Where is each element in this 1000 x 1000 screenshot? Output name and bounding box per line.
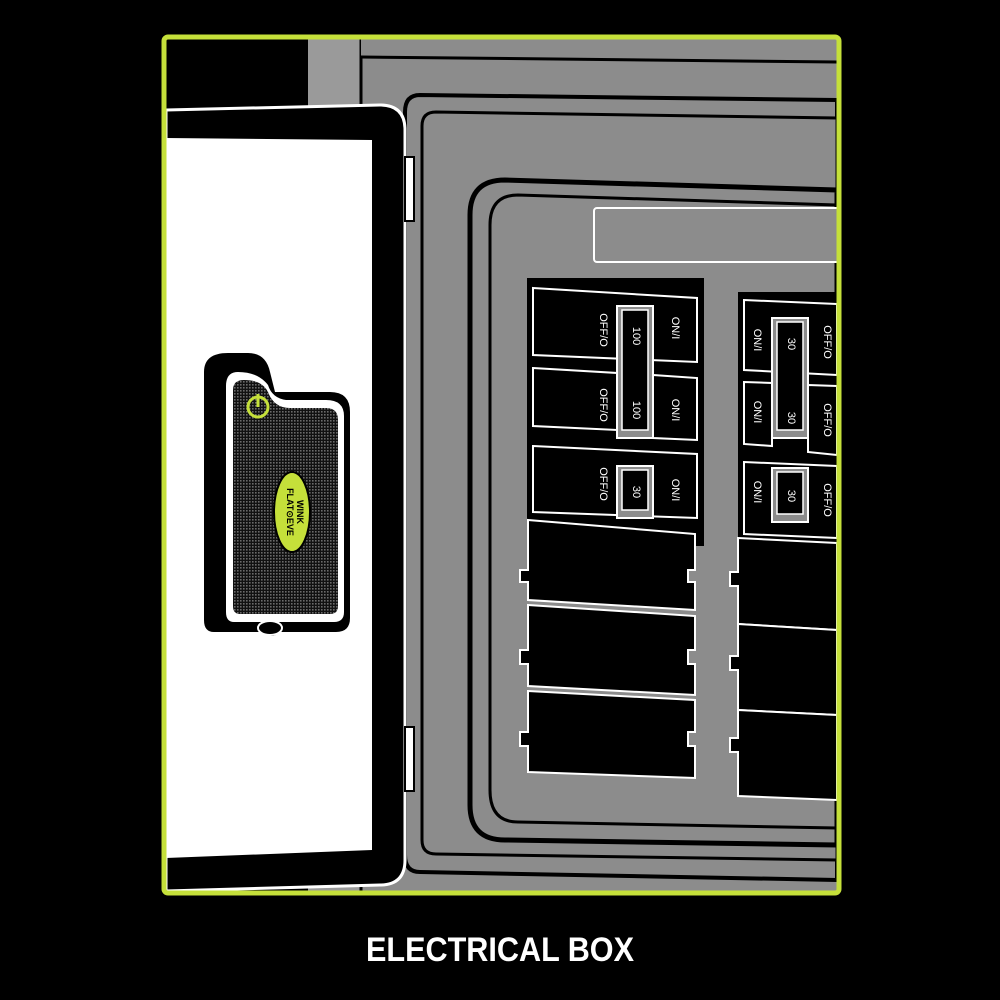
blank-slot-left-3: [519, 689, 696, 780]
blank-slot-right-1: [729, 536, 837, 632]
breaker-left-2[interactable]: OFF/O ON/I 100: [532, 366, 698, 442]
power-icon: [246, 394, 270, 419]
panel-label-strip: [593, 207, 837, 263]
breaker-amps-label: 100: [630, 327, 642, 345]
svg-text:FLAT⊙EVE: FLAT⊙EVE: [285, 488, 295, 536]
breaker-amps-label: 30: [630, 486, 642, 498]
hinge-bottom: [404, 726, 415, 792]
breaker-off-label: OFF/O: [597, 388, 609, 422]
svg-text:WINK: WINK: [295, 500, 305, 524]
breaker-amps-label: 30: [785, 490, 797, 502]
flat-eve-wink-logo: FLAT⊙EVE WINK: [273, 471, 311, 553]
breaker-on-label: ON/I: [669, 399, 681, 422]
breaker-off-label: OFF/O: [821, 483, 833, 517]
breaker-amps-label: 100: [630, 401, 642, 419]
breaker-on-label: ON/I: [669, 317, 681, 340]
breaker-amps-label: 30: [785, 412, 797, 424]
breaker-on-label: ON/I: [751, 401, 763, 424]
breaker-on-label: ON/I: [751, 481, 763, 504]
breaker-right-1[interactable]: ON/I OFF/O 30: [743, 298, 837, 439]
breaker-left-1[interactable]: OFF/O ON/I 100: [532, 286, 698, 439]
breaker-right-2[interactable]: ON/I OFF/O 30: [743, 380, 837, 457]
highlight-frame: [161, 34, 842, 896]
breaker-left-3[interactable]: OFF/O ON/I 30: [532, 444, 698, 520]
breaker-off-label: OFF/O: [821, 403, 833, 437]
breaker-on-label: ON/I: [751, 329, 763, 352]
blank-slot-left-1: [519, 518, 696, 612]
breaker-off-label: OFF/O: [821, 325, 833, 359]
blank-slot-right-2: [729, 622, 837, 717]
breaker-off-label: OFF/O: [597, 313, 609, 347]
wink-sensor-device[interactable]: FLAT⊙EVE WINK: [204, 353, 350, 636]
caption-title: ELECTRICAL BOX: [365, 931, 635, 969]
blank-slot-right-3: [729, 708, 837, 802]
breaker-amps-label: 30: [785, 338, 797, 350]
blank-slot-left-2: [519, 603, 696, 697]
breaker-right-3[interactable]: ON/I OFF/O 30: [743, 460, 837, 540]
breaker-off-label: OFF/O: [597, 467, 609, 501]
hinge-top: [404, 156, 415, 222]
breaker-on-label: ON/I: [669, 479, 681, 502]
